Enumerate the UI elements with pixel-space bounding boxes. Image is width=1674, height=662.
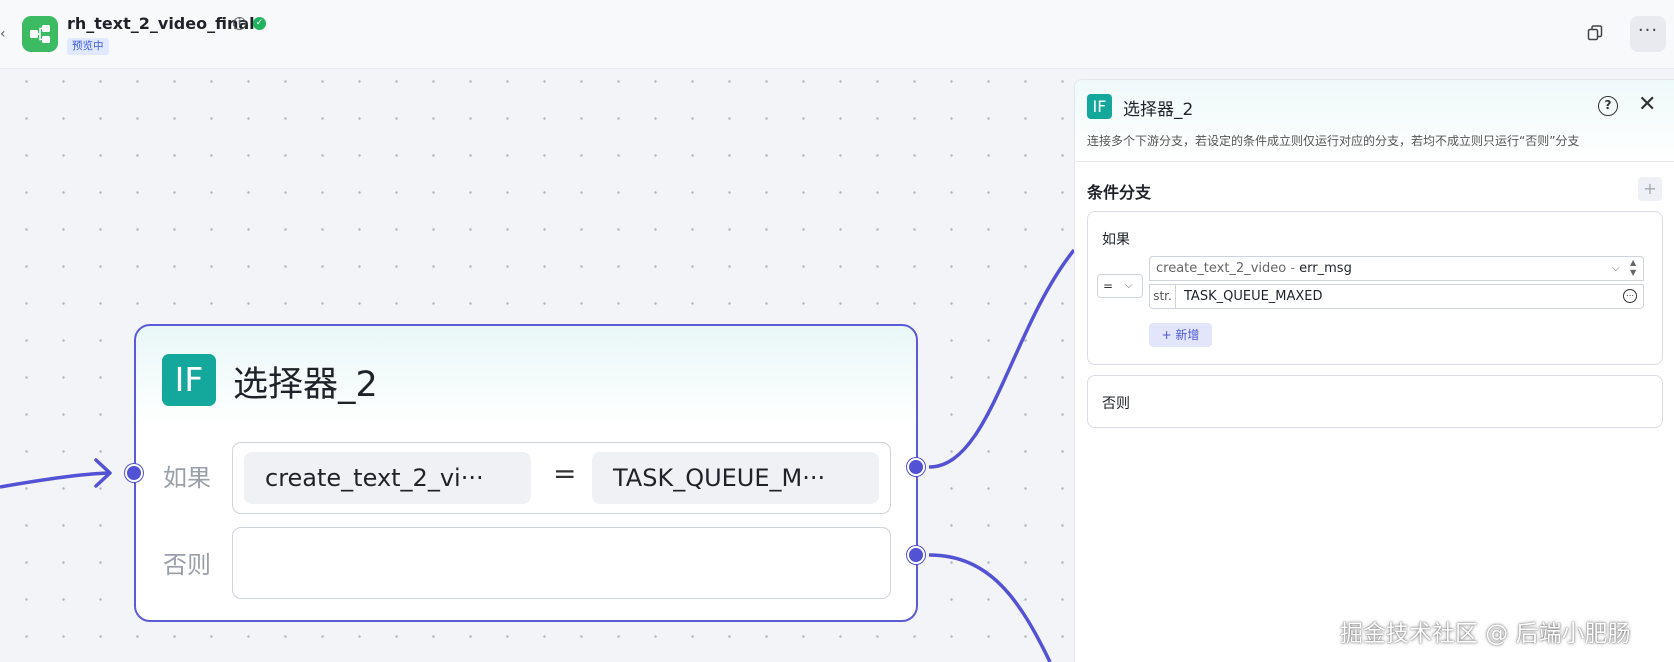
sort-stepper-icon[interactable]: ▲▼ [1630,258,1637,277]
if-output-port[interactable] [907,458,925,476]
top-bar: ‹ rh_text_2_video_final i ✓ 预览中 ··· [0,0,1674,69]
status-badge: 预览中 [67,38,109,55]
copy-icon[interactable] [1586,24,1604,42]
left-operand: create_text_2_vi··· [244,452,531,504]
panel-header: IF 选择器_2 ? ✕ 连接多个下游分支，若设定的条件成立则仅运行对应的分支，… [1075,80,1674,162]
value-type-tag[interactable]: str. [1150,285,1176,308]
if-node-icon: IF [1087,94,1112,119]
chevron-down-icon: ⌵ [1125,280,1133,291]
else-branch-card: 否则 [1087,375,1663,428]
input-port[interactable] [125,464,143,482]
panel-description: 连接多个下游分支，若设定的条件成立则仅运行对应的分支，若均不成立则只运行“否则”… [1087,134,1580,148]
if-node-icon: IF [162,354,216,406]
add-condition-button[interactable]: + 新增 [1149,323,1212,347]
field-variable: err_msg [1299,261,1352,276]
field-separator: - [1286,261,1300,276]
else-output-port[interactable] [907,546,925,564]
selector-node[interactable]: IF 选择器_2 如果 create_text_2_vi··· = TASK_Q… [134,324,918,622]
incoming-edge [0,471,109,489]
operator-select[interactable]: = ⌵ [1097,274,1143,298]
if-outgoing-edge [928,248,1074,469]
more-icon[interactable]: ··· [1630,16,1666,52]
back-icon[interactable]: ‹ [0,26,6,42]
node-config-panel: IF 选择器_2 ? ✕ 连接多个下游分支，若设定的条件成立则仅运行对应的分支，… [1074,79,1674,662]
close-icon[interactable]: ✕ [1638,92,1657,117]
workflow-app-icon [22,16,58,52]
app-title: rh_text_2_video_final [67,14,255,33]
value-text[interactable]: TASK_QUEUE_MAXED [1184,289,1323,304]
else-outgoing-edge [928,553,1052,662]
panel-title[interactable]: 选择器_2 [1123,100,1194,120]
watermark: 掘金技术社区 @ 后端小肥肠 [1340,621,1631,647]
edges-layer [0,248,1074,662]
else-branch-label: 否则 [1102,396,1130,412]
workflow-canvas[interactable]: IF 选择器_2 如果 create_text_2_vi··· = TASK_Q… [0,70,1074,662]
else-condition-box[interactable] [232,527,891,599]
section-title: 条件分支 [1087,183,1152,202]
check-circle-icon: ✓ [253,17,266,30]
add-branch-button[interactable]: + [1638,177,1662,201]
help-icon[interactable]: ? [1598,96,1618,116]
value-input[interactable]: str. TASK_QUEUE_MAXED ⋯ [1149,284,1644,309]
if-branch-card: 如果 = ⌵ create_text_2_video - err_msg ⌵ ▲… [1087,211,1663,365]
chevron-down-icon[interactable]: ⌵ [1612,263,1620,274]
if-row-label: 如果 [163,464,211,492]
operator-label: = [553,457,577,490]
incoming-arrow-head [94,458,112,488]
operator-value: = [1103,279,1114,293]
right-operand: TASK_QUEUE_M··· [592,452,879,504]
variable-icon[interactable]: ⋯ [1623,289,1637,303]
else-row-label: 否则 [163,551,211,579]
if-condition-box[interactable]: create_text_2_vi··· = TASK_QUEUE_M··· [232,442,891,514]
if-branch-label: 如果 [1102,232,1130,248]
field-node-name: create_text_2_video [1156,261,1287,276]
info-icon[interactable]: i [233,17,246,30]
field-select[interactable]: create_text_2_video - err_msg ⌵ ▲▼ [1149,256,1644,281]
node-title: 选择器_2 [233,365,378,405]
